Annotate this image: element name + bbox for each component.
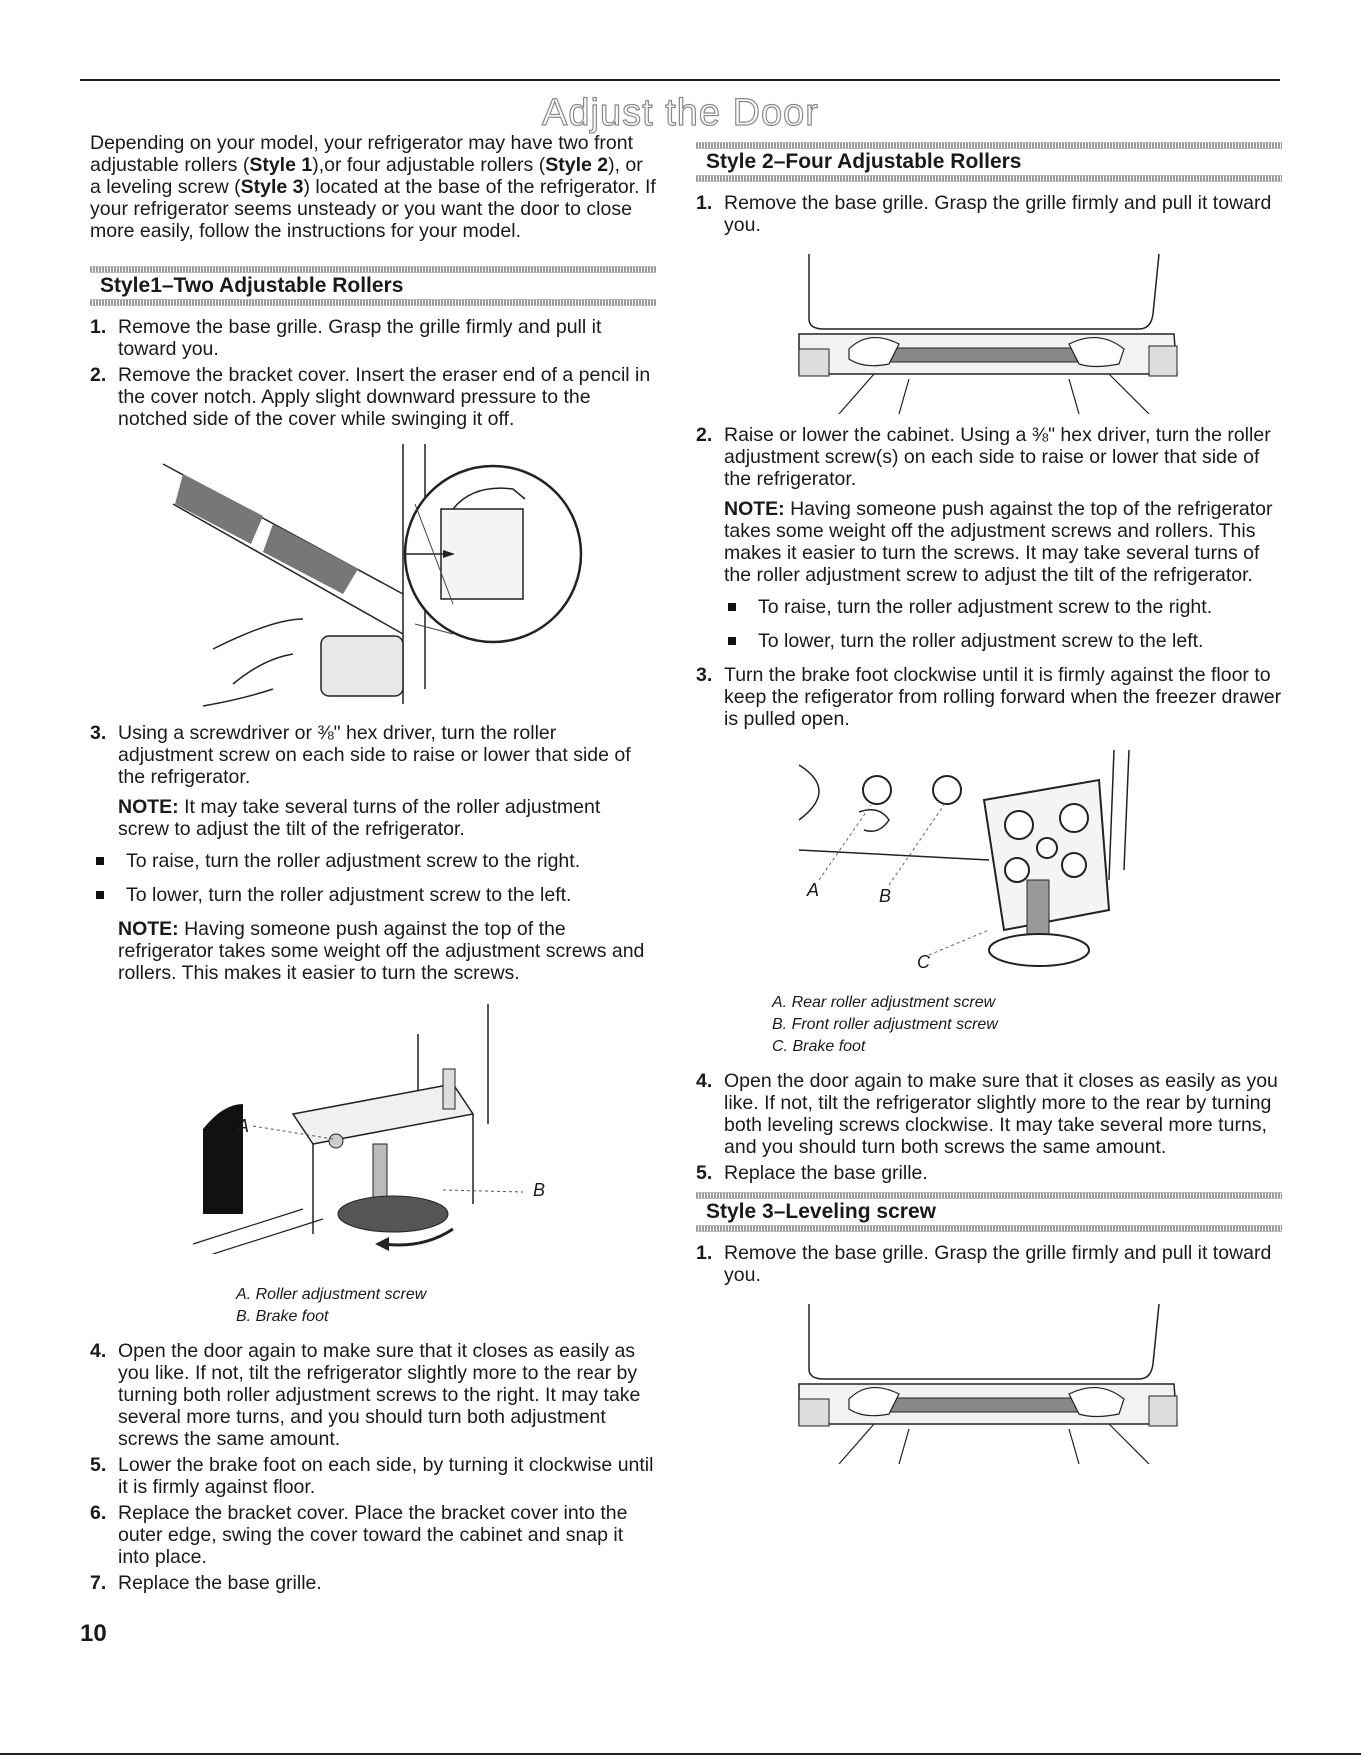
top-rule — [80, 79, 1280, 81]
section-rule — [90, 266, 656, 273]
list-item: 5.Replace the base grille. — [696, 1162, 928, 1184]
section-rule — [696, 1225, 1282, 1232]
list-item: 3.Using a screwdriver or ⅜" hex driver, … — [90, 722, 656, 984]
roller-adjustment-illustration — [192, 1004, 524, 1255]
caption: C. Brake foot — [772, 1038, 866, 1055]
grille-removal-illustration — [798, 1304, 1178, 1464]
list-item: 3.Turn the brake foot clockwise until it… — [696, 664, 1282, 730]
callout-a: A — [237, 1116, 250, 1136]
style1-heading: Style1–Two Adjustable Rollers — [100, 274, 404, 297]
note: NOTE: Having someone push against the to… — [724, 498, 1273, 586]
caption: B. Brake foot — [236, 1308, 329, 1325]
list-item: 1.Remove the base grille. Grasp the gril… — [696, 192, 1272, 236]
bullet-list: To raise, turn the roller adjustment scr… — [722, 596, 1282, 652]
section-rule — [90, 299, 656, 306]
list-item: 1.Remove the base grille. Grasp the gril… — [696, 1242, 1272, 1286]
bottom-rule — [0, 1753, 1361, 1755]
list-item: 5.Lower the brake foot on each side, by … — [90, 1454, 654, 1498]
section-rule — [696, 1192, 1282, 1199]
style3-steps: 1.Remove the base grille. Grasp the gril… — [696, 1242, 1282, 1286]
bracket-cover-illustration — [162, 444, 583, 707]
note: NOTE: It may take several turns of the r… — [118, 796, 601, 840]
roller-brake-illustration — [798, 749, 1130, 967]
style3-heading: Style 3–Leveling screw — [706, 1200, 936, 1223]
section-rule — [696, 142, 1282, 149]
callout-b: B — [879, 886, 892, 906]
caption: A. Rear roller adjustment screw — [772, 994, 996, 1011]
style1-steps-a: 1.Remove the base grille. Grasp the gril… — [90, 316, 656, 430]
style2-steps-b: 2.Raise or lower the cabinet. Using a ⅜"… — [696, 424, 1282, 730]
list-item: To raise, turn the roller adjustment scr… — [90, 850, 656, 872]
list-item: 2.Remove the bracket cover. Insert the e… — [90, 364, 651, 430]
style1-steps-b: 3.Using a screwdriver or ⅜" hex driver, … — [90, 722, 656, 984]
grille-removal-illustration — [798, 254, 1178, 414]
list-item: 2.Raise or lower the cabinet. Using a ⅜"… — [696, 424, 1282, 652]
style1-steps-c: 4.Open the door again to make sure that … — [90, 1340, 656, 1594]
roller-figure: A B — [153, 1004, 593, 1255]
style2-steps-c: 4.Open the door again to make sure that … — [696, 1070, 1282, 1184]
callout-b: B — [533, 1180, 546, 1200]
callout-a: A — [807, 880, 820, 900]
caption: B. Front roller adjustment screw — [772, 1016, 998, 1033]
page-title: Adjust the Door — [541, 91, 819, 134]
intro-paragraph: Depending on your model, your refrigerat… — [90, 132, 656, 242]
left-column: Depending on your model, your refrigerat… — [90, 132, 656, 1594]
style2-steps-a: 1.Remove the base grille. Grasp the gril… — [696, 192, 1282, 236]
list-item: To lower, turn the roller adjustment scr… — [90, 884, 656, 906]
page-number: 10 — [80, 1620, 107, 1647]
list-item: 1.Remove the base grille. Grasp the gril… — [90, 316, 602, 360]
style1-figure-captions: A. Roller adjustment screw B. Brake foot — [236, 1284, 656, 1328]
rollers-figure: A B C — [779, 749, 1199, 980]
section-rule — [696, 175, 1282, 182]
list-item: To lower, turn the roller adjustment scr… — [722, 630, 1282, 652]
style2-figure-captions: A. Rear roller adjustment screw B. Front… — [772, 992, 1282, 1058]
callout-c: C — [917, 952, 930, 972]
right-column: Style 2–Four Adjustable Rollers 1.Remove… — [696, 132, 1282, 1464]
style2-heading: Style 2–Four Adjustable Rollers — [706, 150, 1022, 173]
list-item: 7.Replace the base grille. — [90, 1572, 322, 1594]
caption: A. Roller adjustment screw — [236, 1286, 427, 1303]
list-item: 4.Open the door again to make sure that … — [696, 1070, 1278, 1158]
list-item: 6.Replace the bracket cover. Place the b… — [90, 1502, 628, 1568]
note: NOTE: Having someone push against the to… — [118, 918, 645, 984]
list-item: 4.Open the door again to make sure that … — [90, 1340, 641, 1450]
bullet-list: To raise, turn the roller adjustment scr… — [90, 850, 656, 906]
list-item: To raise, turn the roller adjustment scr… — [722, 596, 1282, 618]
